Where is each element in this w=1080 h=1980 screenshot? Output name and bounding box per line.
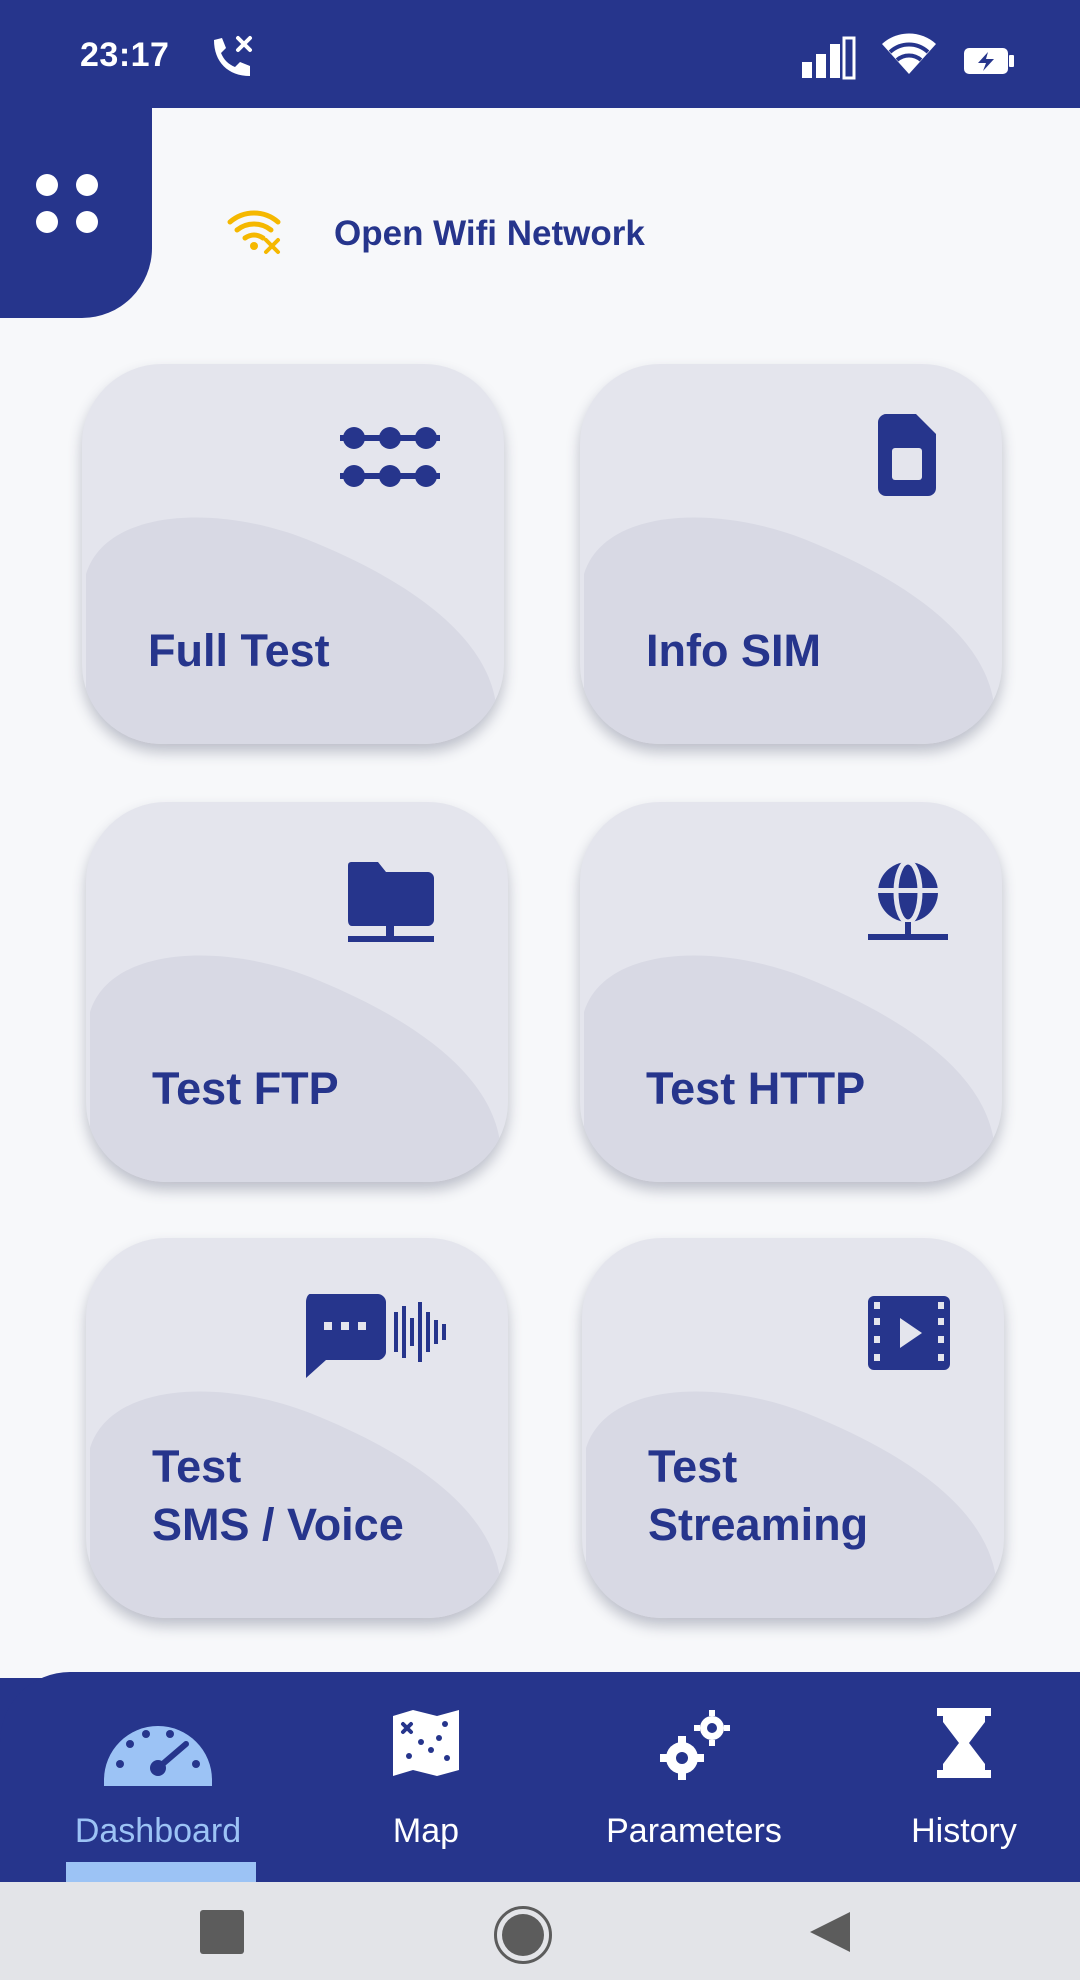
home-circle-icon[interactable] (494, 1906, 552, 1964)
tile-label: Test FTP (152, 1063, 339, 1114)
missed-call-icon (206, 32, 258, 89)
tile-background-shape (586, 1391, 996, 1618)
nav-item-dashboard[interactable]: Dashboard (38, 1700, 278, 1880)
network-label: Open Wifi Network (334, 214, 645, 253)
hourglass-icon (937, 1708, 991, 1783)
tile-label: Test Streaming (648, 1441, 869, 1550)
dashboard-gauge-icon (98, 1708, 218, 1799)
tile-background-shape (90, 955, 500, 1182)
http-globe-icon (866, 859, 950, 949)
tile-background-shape (584, 955, 994, 1182)
wifi-warning-icon (226, 208, 284, 261)
nav-label: Parameters (606, 1812, 782, 1850)
active-nav-indicator (66, 1862, 256, 1882)
tile-background-shape (86, 517, 496, 744)
battery-charging-icon (962, 46, 1016, 81)
tile-test-sms-voice[interactable]: Test SMS / Voice (86, 1238, 508, 1618)
nav-item-history[interactable]: History (844, 1700, 1080, 1880)
tile-info-sim[interactable]: Info SIM (580, 364, 1002, 744)
nav-item-parameters[interactable]: Parameters (574, 1700, 814, 1880)
status-time: 23:17 (80, 36, 170, 74)
tile-label: Test HTTP (646, 1063, 866, 1114)
tile-test-http[interactable]: Test HTTP (580, 802, 1002, 1182)
recents-square-icon[interactable] (200, 1910, 244, 1954)
full-test-icon (340, 420, 440, 495)
tile-background-shape (584, 517, 994, 744)
tile-label: Info SIM (646, 625, 821, 676)
status-bar: 23:17 (0, 0, 1080, 110)
grid-dots-icon[interactable] (36, 174, 98, 234)
streaming-video-icon (868, 1296, 950, 1375)
signal-icon (800, 36, 860, 85)
tile-test-streaming[interactable]: Test Streaming (582, 1238, 1004, 1618)
tile-test-ftp[interactable]: Test FTP (86, 802, 508, 1182)
tile-label: Test SMS / Voice (152, 1441, 404, 1550)
nav-label: Map (392, 1812, 460, 1850)
sim-card-icon (878, 414, 938, 501)
tile-full-test[interactable]: Full Test (82, 364, 504, 744)
tile-label: Full Test (148, 625, 330, 676)
nav-item-map[interactable]: Map (306, 1700, 546, 1880)
nav-label: History (911, 1812, 1017, 1850)
gears-icon (656, 1708, 732, 1787)
nav-label: Dashboard (74, 1812, 242, 1850)
wifi-icon (880, 32, 938, 81)
tile-background-shape (90, 1391, 500, 1618)
sms-voice-icon (304, 1294, 454, 1383)
back-triangle-icon[interactable] (806, 1908, 854, 1961)
menu-corner (0, 108, 152, 318)
map-icon (391, 1708, 461, 1783)
ftp-folder-icon (348, 862, 434, 949)
